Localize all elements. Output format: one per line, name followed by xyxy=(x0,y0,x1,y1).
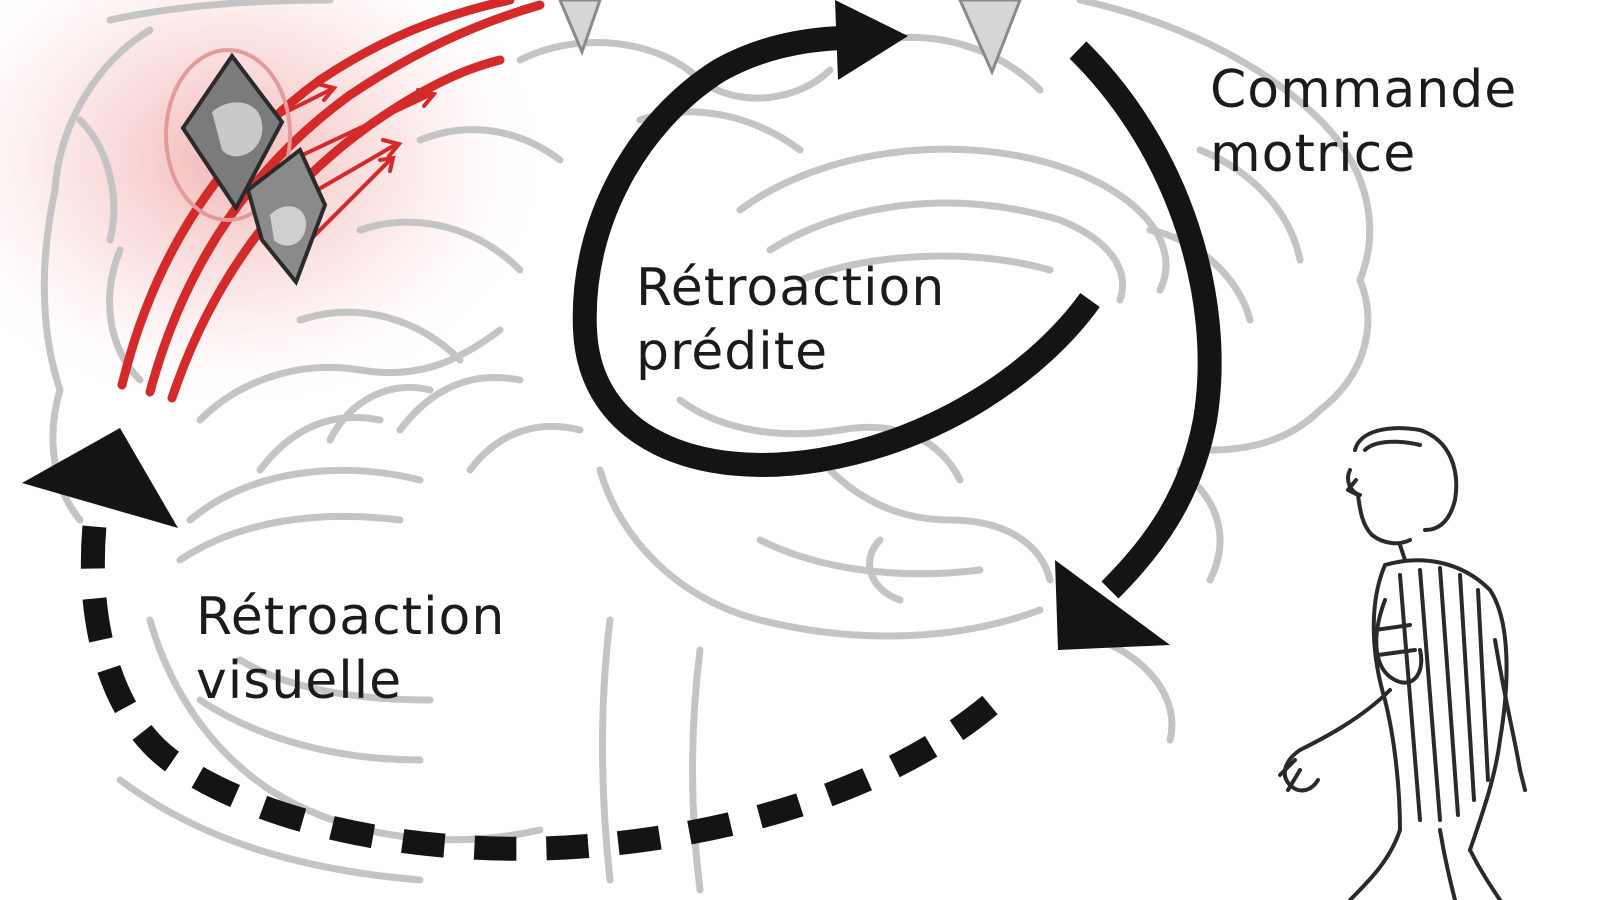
predicted-feedback-line-1: Rétroaction xyxy=(636,258,946,318)
signal-lines xyxy=(117,0,545,403)
visual-feedback-label: Rétroaction visuelle xyxy=(196,585,505,713)
football-player-icon xyxy=(1278,426,1527,900)
region-marker-icon xyxy=(558,0,602,57)
brain-region-tile xyxy=(164,48,328,286)
visual-feedback-line-1: Rétroaction xyxy=(196,587,506,647)
predicted-feedback-label: Rétroaction prédite xyxy=(636,256,945,384)
predicted-feedback-line-2: prédite xyxy=(636,322,829,382)
region-marker-icon xyxy=(958,0,1022,76)
motor-command-line-1: Commande xyxy=(1210,60,1518,120)
motor-command-arrow xyxy=(1055,41,1222,650)
motor-command-label: Commande motrice xyxy=(1210,58,1517,186)
predicted-feedback-arrow xyxy=(572,0,1100,477)
visual-feedback-line-2: visuelle xyxy=(196,651,403,711)
motor-command-line-2: motrice xyxy=(1210,124,1417,184)
visual-feedback-arrow xyxy=(22,428,998,861)
